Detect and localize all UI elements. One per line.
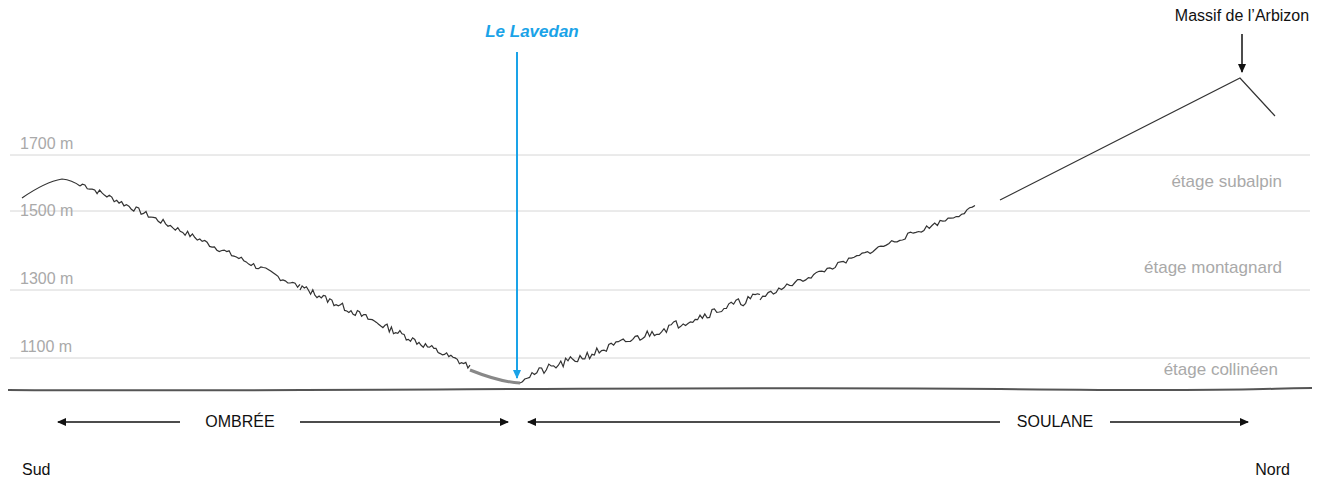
vegetation-belt-label: étage subalpin [1171, 172, 1282, 192]
orientation-label: Sud [22, 460, 50, 479]
lavedan-arrow [516, 52, 518, 378]
vegetation-belt-label: étage collinéen [1160, 360, 1282, 380]
slope-stroke [760, 206, 975, 301]
orientation-label: Nord [1255, 460, 1290, 479]
terrain-profile [22, 78, 1275, 383]
slope-stroke [300, 286, 470, 368]
altitude-label: 1500 m [20, 201, 73, 220]
altitude-label: 1700 m [20, 134, 73, 153]
massif-label: Massif de l’Arbizon [1175, 6, 1309, 25]
arbizon-arrow [1241, 34, 1243, 72]
altitude-lines [10, 155, 1310, 358]
slope-name: SOULANE [1017, 412, 1093, 431]
lavedan-label: Le Lavedan [485, 22, 579, 42]
vegetation-belt-label: étage montagnard [1144, 258, 1282, 278]
slope-name: OMBRÉE [205, 412, 274, 431]
altitude-label: 1300 m [20, 269, 73, 288]
slope-stroke [80, 184, 300, 287]
ground-line [8, 388, 1312, 390]
altitude-label: 1100 m [20, 337, 72, 356]
slope-stroke [520, 294, 760, 383]
